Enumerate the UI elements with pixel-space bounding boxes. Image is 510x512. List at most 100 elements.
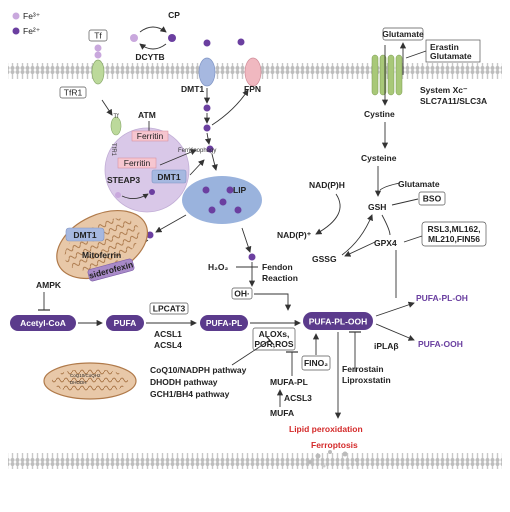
acsl3-label: ACSL3	[284, 393, 312, 403]
bso-label: BSO	[423, 194, 442, 204]
pufa-ooh-label: PUFA-OOH	[418, 339, 463, 349]
tfr1-label: TfR1	[64, 88, 83, 98]
pufa-pl-pill	[200, 315, 248, 331]
plasma-membrane-bottom	[8, 453, 502, 469]
to-pufa-pl-oh-arrow	[375, 301, 415, 317]
atm-label: ATM	[138, 110, 156, 120]
siderofexin-box	[87, 258, 135, 282]
tf-small-label: Tf	[113, 114, 119, 120]
dmt1-endo-box	[151, 169, 187, 184]
tfr1-endosome-receptor	[110, 116, 122, 136]
fe2-dot	[248, 253, 256, 261]
fe3-legend-label: Fe³⁺	[23, 11, 41, 21]
fenton-label-1: Fendon	[262, 262, 293, 272]
fe2-dot	[206, 145, 214, 153]
fe3-legend-dot	[12, 12, 20, 20]
lip-label: LIP	[233, 185, 247, 195]
acsl4-label: ACSL4	[154, 340, 182, 350]
lip-to-mito-arrow	[155, 214, 187, 233]
mito2-text-2: DHODH	[70, 380, 87, 385]
nadp-label: NAD(P)⁺	[277, 230, 312, 240]
steap3-label: STEAP3	[107, 175, 140, 185]
ampk-label: AMPK	[36, 280, 62, 290]
cysteine-label: Cysteine	[361, 153, 397, 163]
erastin-label: Erastin	[430, 42, 459, 52]
gpx4-to-gssg-arrow	[344, 241, 376, 257]
acetyl-coa-pill	[10, 315, 76, 331]
pufa-pl-ooh-label: PUFA-PL-OOH	[309, 317, 368, 327]
oh-to-ooh-arrow	[254, 293, 292, 311]
dmt1-endo-label: DMT1	[157, 172, 180, 182]
fe2-dot	[149, 189, 155, 195]
tfr1-receptor	[91, 59, 105, 85]
fenton-label-2: Reaction	[262, 273, 298, 283]
fe2-dot	[203, 104, 211, 112]
pufa-pill	[106, 315, 144, 331]
ferroptosis-burst	[308, 450, 359, 470]
h2o2-label: H₂O₂	[208, 262, 229, 272]
endosome	[104, 127, 190, 213]
gpx4-inhibitors-1: RSL3,ML162,	[428, 224, 481, 234]
pathway-inhibit-bar	[265, 335, 275, 346]
fe2-dot	[202, 186, 210, 194]
bso-inhibit	[391, 198, 419, 206]
gsh-label: GSH	[368, 202, 386, 212]
ferritin-a-label: Ferritin	[137, 131, 164, 141]
tfr1-box	[59, 86, 87, 99]
fpn-label: FPN	[244, 84, 261, 94]
tf-box	[88, 29, 108, 42]
lipid-peroxidation-label: Lipid peroxidation	[289, 424, 363, 434]
fe2-legend-dot	[12, 27, 20, 35]
ferritin-box-b	[117, 157, 157, 169]
gch1-pathway-label: GCH1/BH4 pathway	[150, 389, 230, 399]
oh-label: OH·	[234, 289, 250, 299]
ferritin-b-label: Ferritin	[124, 158, 151, 168]
acsl1-label: ACSL1	[154, 329, 182, 339]
system-xc-label-1: System Xc⁻	[420, 85, 468, 95]
cystine-label: Cystine	[364, 109, 395, 119]
mitochondrion-2	[43, 362, 137, 400]
system-xc-transporter	[371, 54, 403, 96]
bso-box	[418, 191, 446, 206]
pufa-pl-oh-label: PUFA-PL-OH	[416, 293, 468, 303]
nadph-label: NAD(P)H	[309, 180, 345, 190]
ferritin-arrow	[159, 149, 197, 166]
fe2-dot	[208, 206, 216, 214]
cp-arrow	[139, 26, 167, 33]
erastin-inhibit	[405, 50, 427, 59]
coq10-pathway-label: CoQ10/NADPH pathway	[150, 365, 247, 375]
endocytosis-arrow	[101, 99, 113, 116]
mitoferrin-label: Mitoferrin	[82, 250, 121, 260]
mufa-pl-label: MUFA-PL	[270, 377, 308, 387]
nadph-cycle-arrow	[315, 193, 341, 235]
pufa-label: PUFA	[114, 318, 137, 328]
ferroptosis-label: Ferroptosis	[311, 440, 358, 450]
dcytb-label: DCYTB	[135, 52, 164, 62]
pathway-inhibit	[231, 339, 271, 366]
fe2-dot	[203, 39, 211, 47]
lpcat3-box	[149, 302, 189, 315]
mufa-label: MUFA	[270, 408, 294, 418]
iplab-label: iPLAβ	[374, 341, 399, 351]
aloxs-label-1: ALOXs,	[259, 329, 290, 339]
fe-arrow	[204, 132, 212, 145]
lpcat3-label: LPCAT3	[153, 304, 186, 314]
glutamate-top-box	[382, 27, 424, 41]
steap3-arrow	[121, 193, 149, 199]
oh-box	[231, 287, 253, 300]
glutamate-mid-label: Glutamate	[398, 179, 440, 189]
fino2-label: FINO₂	[304, 358, 328, 368]
fe2-dot	[146, 231, 154, 239]
glutamate-inhib-label: Glutamate	[430, 51, 472, 61]
gpx4-label: GPX4	[374, 238, 397, 248]
to-lip-arrow	[211, 153, 218, 171]
pufa-pl-ooh-pill	[303, 312, 373, 330]
dmt1-membrane-label: DMT1	[181, 84, 204, 94]
lip-to-fenton-arrow	[241, 227, 252, 253]
dcytb-arrow	[139, 43, 167, 50]
dmt1-endo-arrow	[189, 159, 205, 176]
system-xc-label-2: SLC7A11/SLC3A	[420, 96, 487, 106]
fe2-legend-label: Fe²⁺	[23, 26, 41, 36]
pufa-pl-label: PUFA-PL	[206, 318, 242, 328]
fpn-export-arrow	[211, 89, 249, 126]
